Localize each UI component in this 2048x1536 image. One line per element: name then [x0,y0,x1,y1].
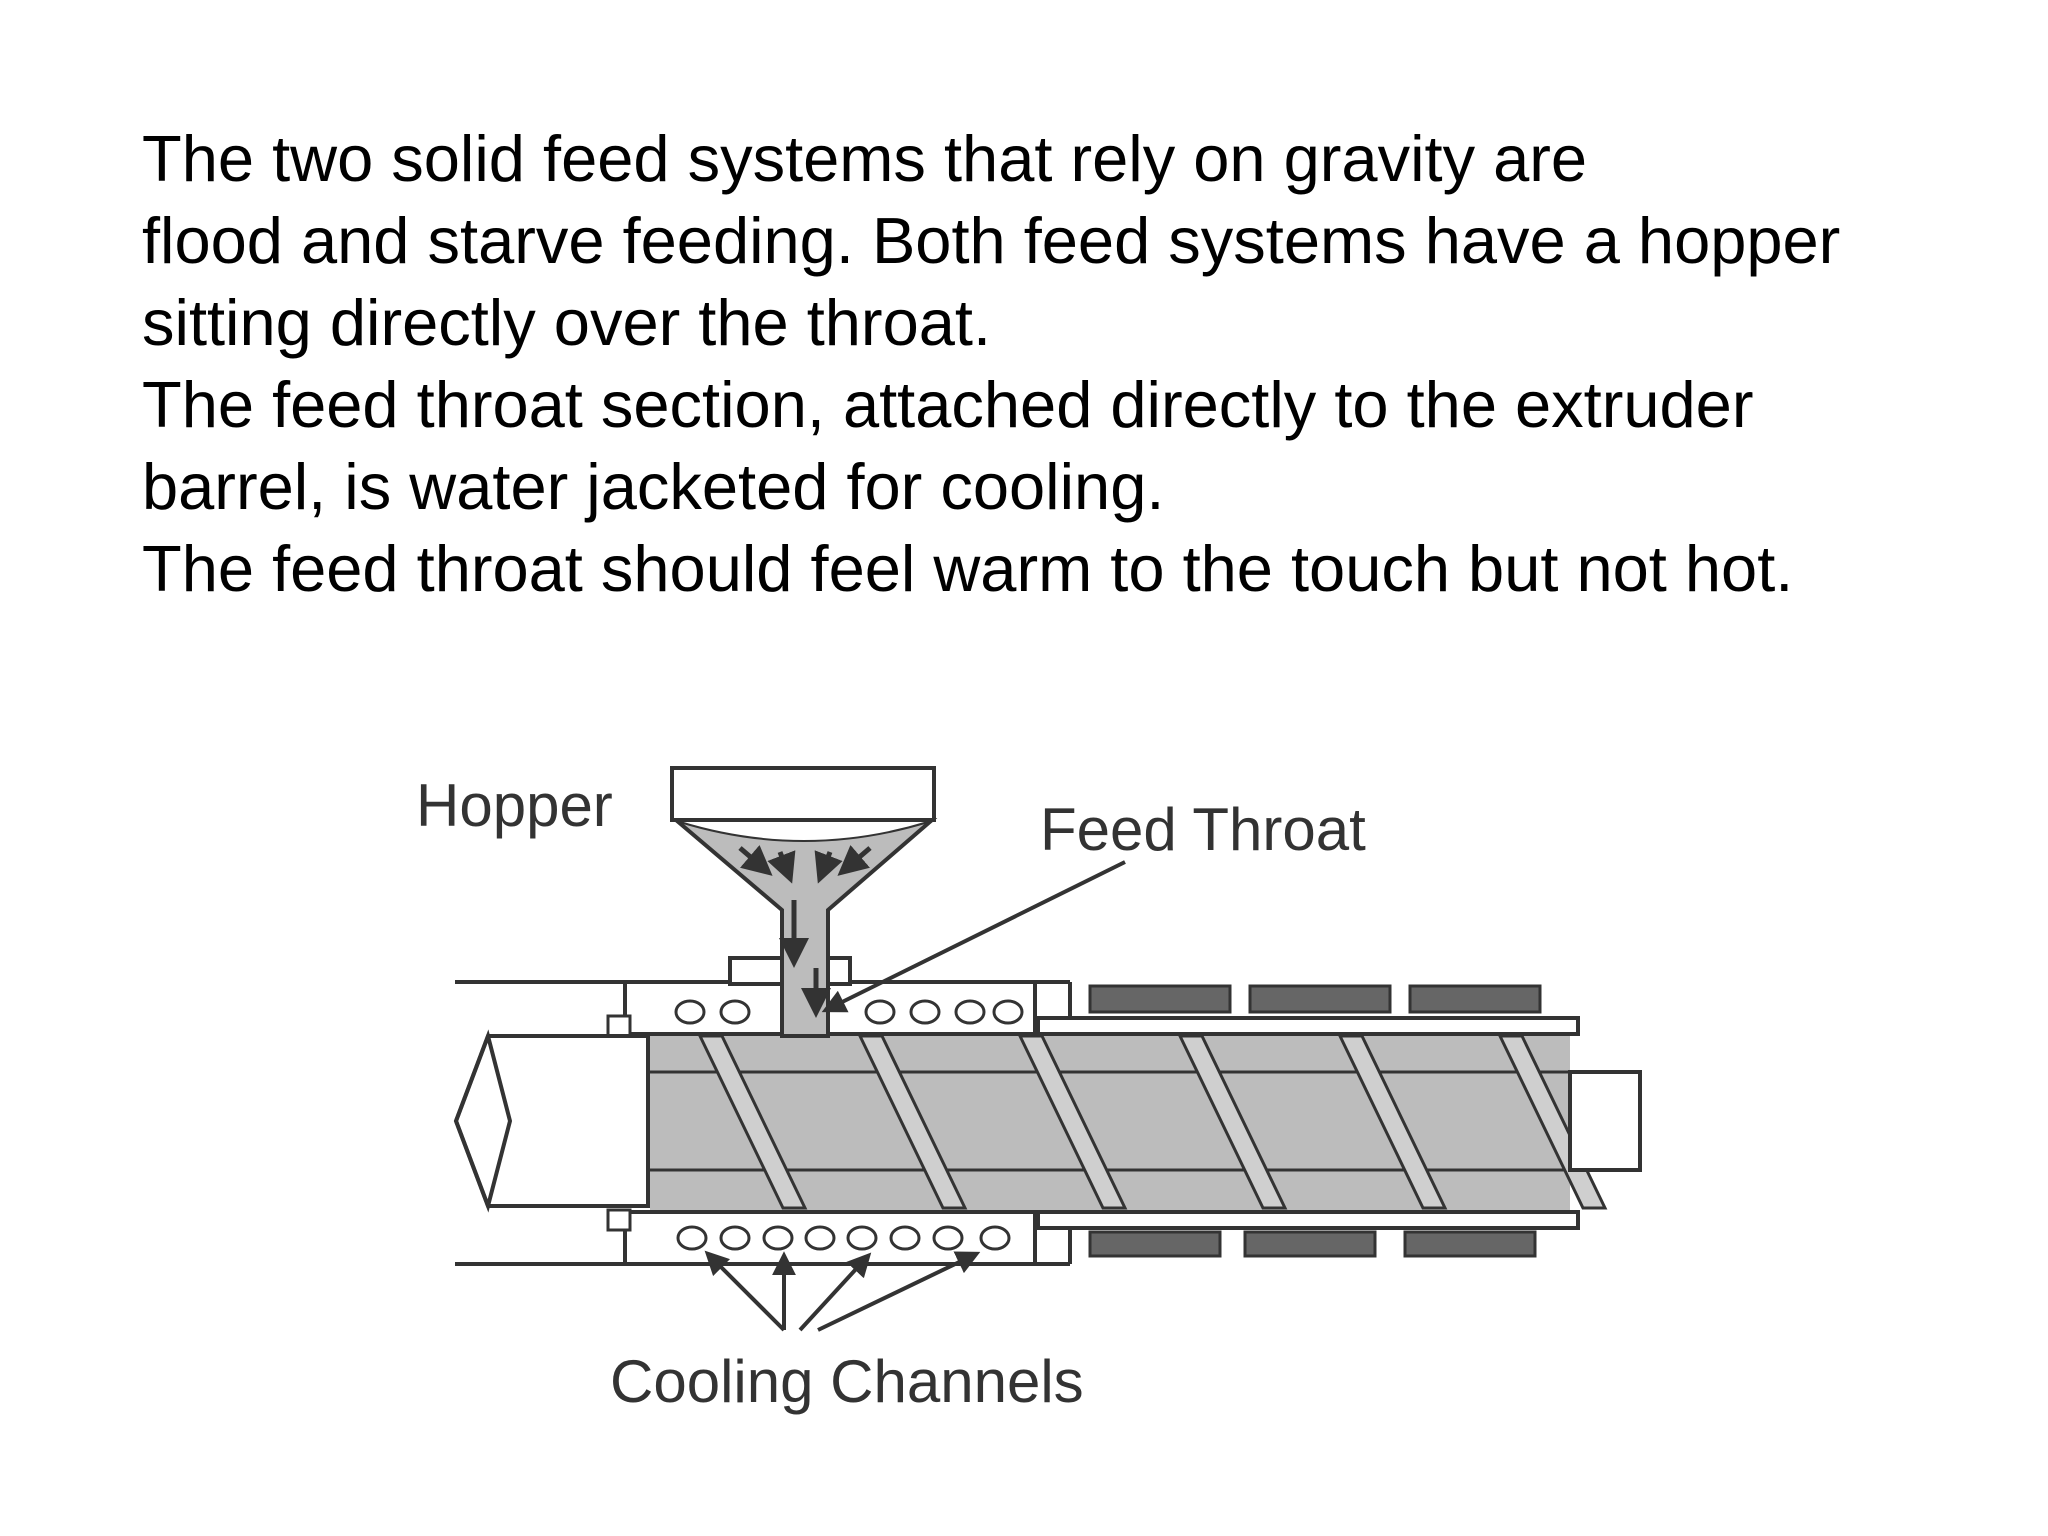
text-line-4: The feed throat section, attached direct… [142,368,1754,441]
cooling-channels-label: Cooling Channels [610,1348,1084,1415]
text-line-1: The two solid feed systems that rely on … [142,122,1588,195]
heater-band [1403,1230,1537,1258]
screw [650,1034,1608,1210]
heater-bands-bottom [1088,1230,1537,1258]
screw-flight [857,1034,968,1210]
heater-band [1243,1230,1377,1258]
feed-throat-pointer [821,860,1126,1013]
cooling-channels-pointers [704,1250,981,1332]
heater-band [1408,984,1542,1014]
feed-throat-label: Feed Throat [1040,796,1366,863]
screw-flight [697,1034,808,1210]
barrel-bottom-wall [1036,1210,1580,1230]
cooling-channel [676,1225,708,1251]
text-line-2: flood and starve feeding. Both feed syst… [142,204,1841,277]
cooling-channel [889,1225,921,1251]
cooling-channels-bottom [676,1225,1011,1251]
cooling-channel [979,1225,1011,1251]
screw-flights [697,1034,1608,1210]
heater-band [1088,984,1232,1014]
cooling-channel [762,1225,794,1251]
screw-flight [1017,1034,1128,1210]
screw-shank [453,1029,650,1213]
heater-band [1248,984,1392,1014]
barrel-top-wall [1036,1016,1580,1036]
screw-tip [1568,1070,1642,1172]
cooling-channel [909,999,941,1025]
heater-band [1088,1230,1222,1258]
text-line-3: sitting directly over the throat. [142,286,991,359]
hopper-rim [670,766,936,822]
cooling-channels-top [674,999,1024,1025]
slide-body-text: The two solid feed systems that rely on … [142,118,2022,610]
screw-flight [1177,1034,1288,1210]
cooling-channel [864,999,896,1025]
hopper-material-surface [679,821,929,842]
cooling-channel [804,1225,836,1251]
cooling-channel [932,1225,964,1251]
text-line-6: The feed throat should feel warm to the … [142,532,1794,605]
hopper-label: Hopper [416,772,613,839]
screw-flight [1337,1034,1448,1210]
cooling-channel [719,1225,751,1251]
heater-bands-top [1088,984,1542,1014]
cooling-channel [719,999,751,1025]
cooling-channel [846,1225,878,1251]
cooling-channel [954,999,986,1025]
material-flow-arrows [738,844,872,1018]
cooling-channel [992,999,1024,1025]
cooling-channel [674,999,706,1025]
text-line-5: barrel, is water jacketed for cooling. [142,450,1165,523]
